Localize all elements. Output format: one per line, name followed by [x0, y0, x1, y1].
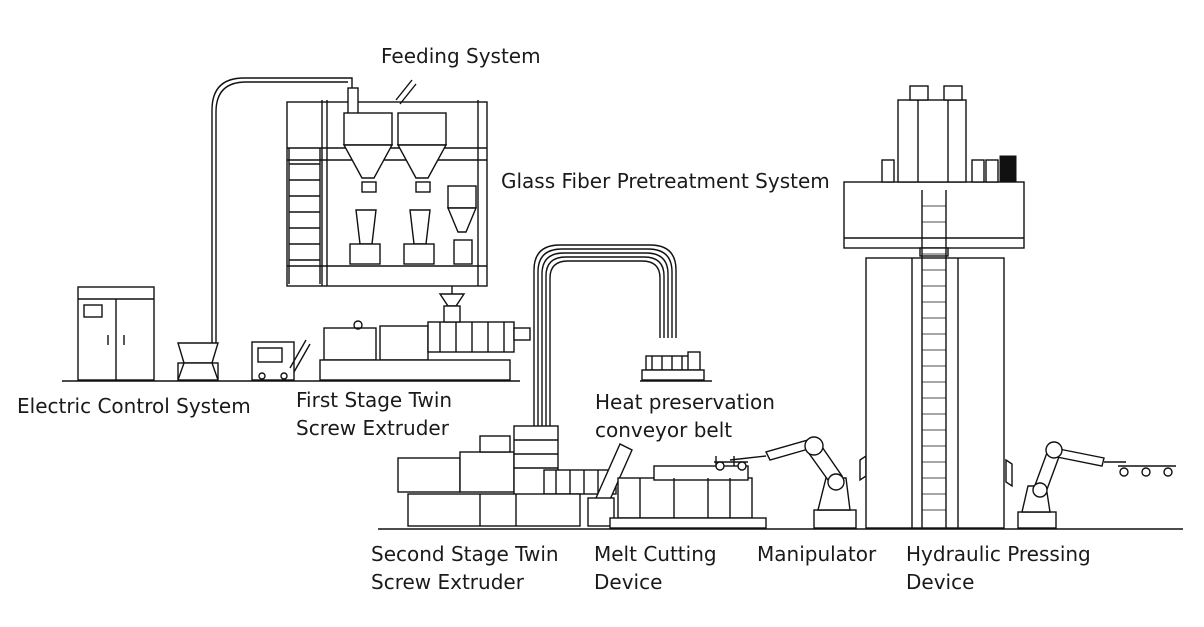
glass-fiber-bundle [533, 244, 677, 430]
label-heat-preservation: Heat preservation conveyor belt [595, 388, 775, 444]
electric-control-cabinet [77, 286, 155, 381]
heat-preservation-conveyor [641, 351, 705, 381]
manipulator-robot-left [714, 436, 867, 529]
dryer-unit [251, 339, 311, 381]
melt-cutting-device [587, 443, 767, 529]
label-first-stage-line1: First Stage Twin [296, 388, 453, 412]
label-second-stage-line1: Second Stage Twin [371, 542, 559, 566]
label-hydraulic-line1: Hydraulic Pressing [906, 542, 1091, 566]
label-electric-control: Electric Control System [17, 394, 251, 418]
label-feeding-system: Feeding System [381, 44, 541, 68]
label-second-stage-line2: Screw Extruder [371, 570, 524, 594]
label-hydraulic-pressing: Hydraulic Pressing Device [906, 540, 1091, 596]
label-glass-fiber-pretreatment: Glass Fiber Pretreatment System [501, 169, 830, 193]
label-second-stage-extruder: Second Stage Twin Screw Extruder [371, 540, 559, 596]
label-melt-cutting-line1: Melt Cutting [594, 542, 717, 566]
first-stage-extruder [319, 305, 531, 381]
manipulator-robot-right [1005, 441, 1176, 529]
label-heat-preservation-line2: conveyor belt [595, 418, 733, 442]
label-manipulator: Manipulator [757, 542, 877, 566]
label-heat-preservation-line1: Heat preservation [595, 390, 775, 414]
hydraulic-press [843, 85, 1025, 529]
feeding-system-frame [286, 79, 488, 307]
label-melt-cutting-line2: Device [594, 570, 663, 594]
label-first-stage-extruder: First Stage Twin Screw Extruder [296, 386, 452, 442]
label-first-stage-line2: Screw Extruder [296, 416, 449, 440]
label-melt-cutting: Melt Cutting Device [594, 540, 717, 596]
material-hopper [177, 77, 353, 381]
label-hydraulic-line2: Device [906, 570, 975, 594]
